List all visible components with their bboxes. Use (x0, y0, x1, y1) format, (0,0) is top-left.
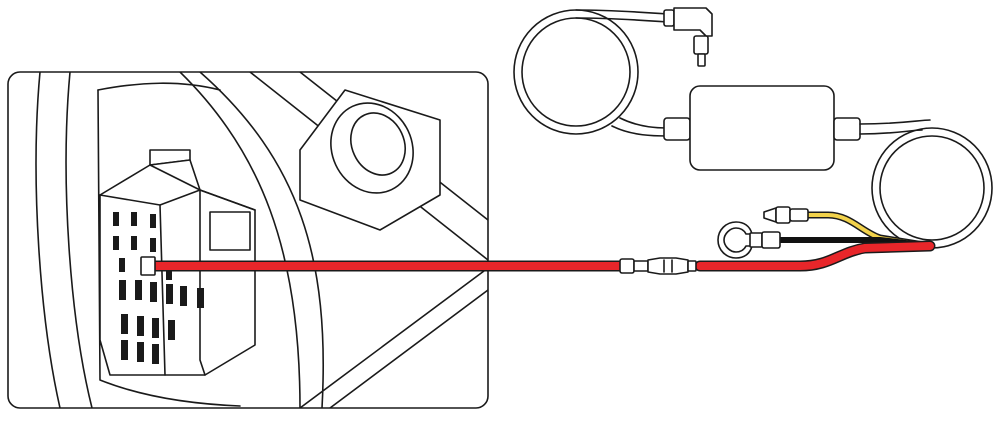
panel-mount-boss (299, 89, 441, 231)
fuse-slots (113, 212, 204, 364)
right-angle-usb-plug (663, 7, 713, 67)
acc-wire-connector (763, 206, 809, 224)
inline-fuse-holder (619, 257, 697, 275)
fuse-tap-connector (140, 256, 156, 276)
panel-trim-curve (65, 72, 93, 408)
fuse-box-panel (7, 71, 489, 409)
wire-harness (144, 211, 936, 272)
panel-trim-curve (35, 72, 61, 408)
panel-contour (97, 89, 241, 407)
panel-contour (199, 72, 325, 408)
panel-contour (329, 289, 488, 408)
panel-contour (97, 82, 221, 91)
panel-contour (299, 267, 488, 408)
hardwire-kit-converter-box (663, 85, 861, 171)
cable-coil-right (859, 119, 993, 249)
panel-contour (179, 72, 301, 408)
ground-ring-terminal (717, 221, 781, 259)
cable-coil-top (513, 9, 669, 137)
